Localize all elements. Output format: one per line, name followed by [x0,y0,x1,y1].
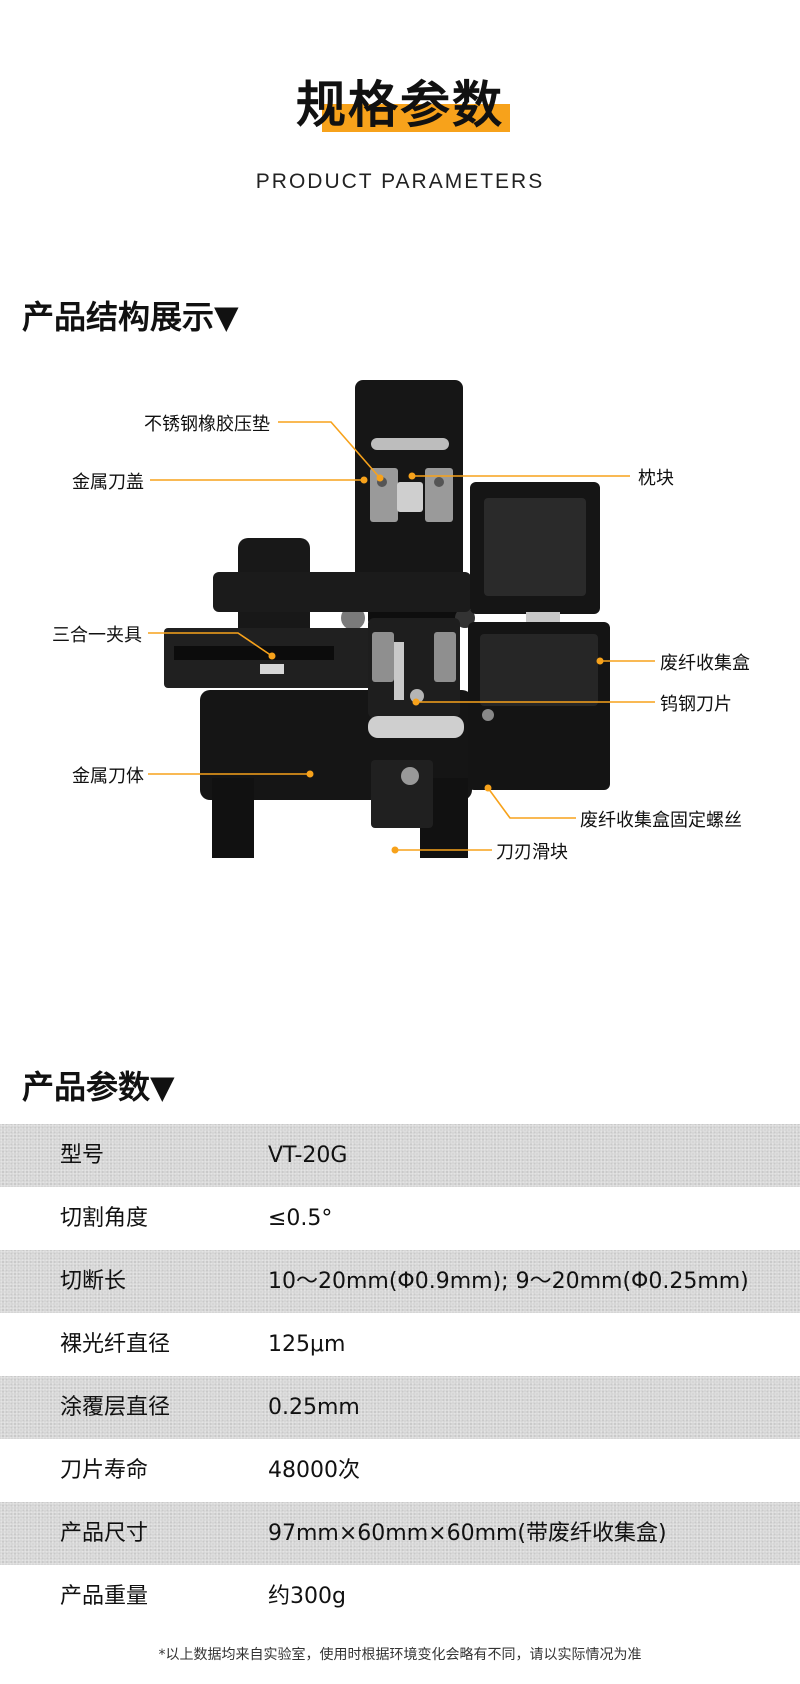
params-heading: 产品参数▼ [22,1068,175,1106]
spec-value: 0.25mm [268,1395,360,1420]
callout-metal-body: 金属刀体 [72,766,144,787]
spec-label: 刀片寿命 [60,1458,149,1483]
callout-waste-box: 废纤收集盒 [660,653,750,674]
page-header: 规格参数 PRODUCT PARAMETERS [0,0,800,220]
spec-row-coating-diameter: 涂覆层直径 0.25mm [0,1376,800,1439]
spec-value: 125μm [268,1332,346,1357]
spec-label: 切断长 [60,1269,127,1294]
callout-rubber-pad: 不锈钢橡胶压垫 [144,414,270,435]
callout-pillow-block: 枕块 [638,468,674,489]
spec-label: 产品重量 [60,1584,149,1609]
spec-value: 约300g [268,1584,346,1609]
leader-box-screw [487,787,576,819]
spec-value: 48000次 [268,1458,360,1483]
spec-label: 涂覆层直径 [60,1395,171,1420]
spec-label: 裸光纤直径 [60,1332,171,1357]
callout-metal-cover: 金属刀盖 [72,472,144,493]
spec-value: 97mm×60mm×60mm(带废纤收集盒) [268,1521,667,1546]
spec-label: 切割角度 [60,1206,149,1231]
spec-row-weight: 产品重量 约300g [0,1565,800,1628]
leader-clamp [148,632,273,657]
spec-label: 产品尺寸 [60,1521,149,1546]
spec-row-cladding-diameter: 裸光纤直径 125μm [0,1313,800,1376]
callout-blade-slider: 刀刃滑块 [496,842,568,863]
blade-slider-shape [371,760,433,828]
leader-rubber-pad [278,421,381,479]
callout-box-screw: 废纤收集盒固定螺丝 [580,810,742,831]
cleaver-illustration [148,380,655,858]
spec-value: ≤0.5° [268,1206,333,1231]
title-highlight-bar [322,104,510,132]
spec-row-cleave-length: 切断长 10～20mm(Φ0.9mm); 9～20mm(Φ0.25mm) [0,1250,800,1313]
spec-table: 型号 VT-20G 切割角度 ≤0.5° 切断长 10～20mm(Φ0.9mm)… [0,1124,800,1628]
callout-blade: 钨钢刀片 [660,694,732,715]
metal-cover-shape [355,380,463,580]
callout-clamp: 三合一夹具 [52,625,142,646]
spec-row-model: 型号 VT-20G [0,1124,800,1187]
footnote: *以上数据均来自实验室，使用时根据环境变化会略有不同，请以实际情况为准 [158,1647,642,1663]
structure-heading: 产品结构展示▼ [22,298,239,336]
spec-row-blade-life: 刀片寿命 48000次 [0,1439,800,1502]
spec-value: VT-20G [268,1143,348,1168]
spec-row-dimensions: 产品尺寸 97mm×60mm×60mm(带废纤收集盒) [0,1502,800,1565]
product-structure-diagram: 不锈钢橡胶压垫 金属刀盖 枕块 三合一夹具 废纤收集盒 钨钢刀片 金属刀体 废纤… [0,360,800,960]
page-title: 规格参数 [294,72,510,138]
spec-row-cleave-angle: 切割角度 ≤0.5° [0,1187,800,1250]
spec-label: 型号 [60,1143,105,1168]
spec-value: 10～20mm(Φ0.9mm); 9～20mm(Φ0.25mm) [268,1269,749,1294]
page-subtitle: PRODUCT PARAMETERS [255,170,545,193]
